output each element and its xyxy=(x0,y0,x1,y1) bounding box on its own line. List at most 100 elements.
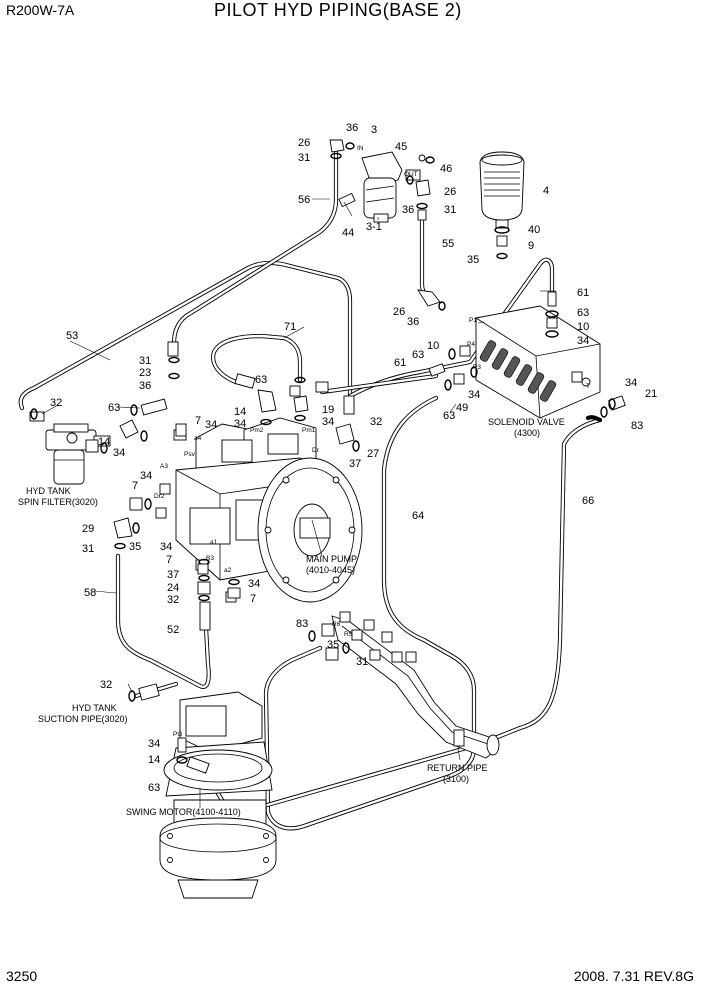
hose-83-upper xyxy=(585,415,603,423)
callout-34: 34 xyxy=(148,738,160,750)
callout-36: 36 xyxy=(346,122,358,134)
port-pg-label: PG xyxy=(173,731,182,738)
callout-14: 14 xyxy=(148,754,160,766)
callout-71: 71 xyxy=(284,321,296,333)
callout-37: 37 xyxy=(167,569,179,581)
port-a4-label: a4 xyxy=(194,435,202,442)
callout-40: 40 xyxy=(528,224,540,236)
callout-63: 63 xyxy=(148,782,160,794)
callout-46: 46 xyxy=(440,163,452,175)
callout-83: 83 xyxy=(296,618,308,630)
solenoid-coils xyxy=(479,340,557,402)
port-t-label: T xyxy=(586,383,590,390)
callout-32: 32 xyxy=(50,397,62,409)
callout-35: 35 xyxy=(327,639,339,651)
callout-26: 26 xyxy=(393,306,405,318)
caption-solenoid-1: SOLENOID VALVE xyxy=(488,417,565,427)
callout-21: 21 xyxy=(645,388,657,400)
port-p4-label: P4 xyxy=(467,341,475,348)
callout-3-1: 3-1 xyxy=(366,221,382,233)
callout-32: 32 xyxy=(370,416,382,428)
port-labels: IN OUT P1 P3 P4 Psv A3 a4 Pm2 Pm1 Dr Dr2… xyxy=(154,145,590,738)
solenoid-valve xyxy=(475,305,626,419)
callout-36: 36 xyxy=(402,204,414,216)
caption-swing-motor: SWING MOTOR(4100-4110) xyxy=(126,807,241,817)
callout-61: 61 xyxy=(394,357,406,369)
callout-52: 52 xyxy=(167,624,179,636)
callout-7: 7 xyxy=(132,480,138,492)
pilot-filter xyxy=(338,151,435,223)
leader-lines xyxy=(41,198,556,808)
part-callouts: 36 3 26 31 45 46 4 56 26 36 31 44 3-1 40… xyxy=(50,122,657,794)
callout-31: 31 xyxy=(356,656,368,668)
callout-66: 66 xyxy=(582,495,594,507)
callout-34: 34 xyxy=(140,470,152,482)
callout-34: 34 xyxy=(160,541,172,553)
callout-64: 64 xyxy=(412,510,424,522)
callout-53: 53 xyxy=(66,330,78,342)
page-title: PILOT HYD PIPING(BASE 2) xyxy=(214,0,462,20)
callout-29: 29 xyxy=(82,523,94,535)
callout-63: 63 xyxy=(255,374,267,386)
callout-4: 4 xyxy=(543,185,549,197)
callout-37: 37 xyxy=(349,458,361,470)
callout-34: 34 xyxy=(205,419,217,431)
port-pm2-label: Pm2 xyxy=(250,427,264,434)
callout-34: 34 xyxy=(248,578,260,590)
fittings xyxy=(30,139,616,774)
callout-31: 31 xyxy=(298,152,310,164)
port-b3-label: B3 xyxy=(206,555,214,562)
callout-3: 3 xyxy=(371,124,377,136)
callout-55: 55 xyxy=(442,238,454,250)
callout-23: 23 xyxy=(139,367,151,379)
callout-24: 24 xyxy=(167,582,179,594)
port-a3-label: A3 xyxy=(160,463,168,470)
callout-14: 14 xyxy=(98,436,110,448)
swing-motor xyxy=(159,691,277,899)
port-dr2-label: Dr2 xyxy=(154,493,165,500)
callout-63: 63 xyxy=(108,402,120,414)
callout-10: 10 xyxy=(577,321,589,333)
callout-9: 9 xyxy=(528,240,534,252)
caption-suction-1: HYD TANK xyxy=(72,703,117,713)
callout-32: 32 xyxy=(167,594,179,606)
callout-10: 10 xyxy=(427,340,439,352)
component-captions: HYD TANK SPIN FILTER(3020) MAIN PUMP (40… xyxy=(18,417,565,817)
callout-27: 27 xyxy=(367,448,379,460)
callout-34: 34 xyxy=(625,377,637,389)
callout-45: 45 xyxy=(395,141,407,153)
callout-63: 63 xyxy=(577,307,589,319)
port-p3-label: P3 xyxy=(473,364,481,371)
caption-return-2: (3100) xyxy=(443,774,469,784)
callout-34: 34 xyxy=(468,389,480,401)
page-number: 3250 xyxy=(6,968,38,984)
callout-31: 31 xyxy=(82,543,94,555)
port-r5-label: R5 xyxy=(344,631,353,638)
callout-58: 58 xyxy=(84,587,96,599)
callout-26: 26 xyxy=(444,186,456,198)
callout-63: 63 xyxy=(412,349,424,361)
port-p1-label: P1 xyxy=(469,317,477,324)
callout-31: 31 xyxy=(444,204,456,216)
main-pump xyxy=(173,417,363,603)
port-psv-label: Psv xyxy=(184,451,196,458)
callout-26: 26 xyxy=(298,137,310,149)
callout-44: 44 xyxy=(342,227,354,239)
caption-return-1: RETURN PIPE xyxy=(427,763,488,773)
callout-7: 7 xyxy=(195,415,201,427)
callout-83: 83 xyxy=(631,420,643,432)
callout-34: 34 xyxy=(322,416,334,428)
callout-34: 34 xyxy=(113,447,125,459)
callout-19: 19 xyxy=(322,404,334,416)
caption-suction-2: SUCTION PIPE(3020) xyxy=(38,714,128,724)
port-a1-label: a1 xyxy=(210,539,218,546)
callout-36: 36 xyxy=(139,380,151,392)
callout-36: 36 xyxy=(407,316,419,328)
callout-61: 61 xyxy=(577,287,589,299)
callout-35: 35 xyxy=(467,254,479,266)
port-pm1-label: Pm1 xyxy=(302,427,316,434)
caption-spin-filter-1: HYD TANK xyxy=(26,486,71,496)
callout-31: 31 xyxy=(139,355,151,367)
caption-solenoid-2: (4300) xyxy=(514,428,540,438)
